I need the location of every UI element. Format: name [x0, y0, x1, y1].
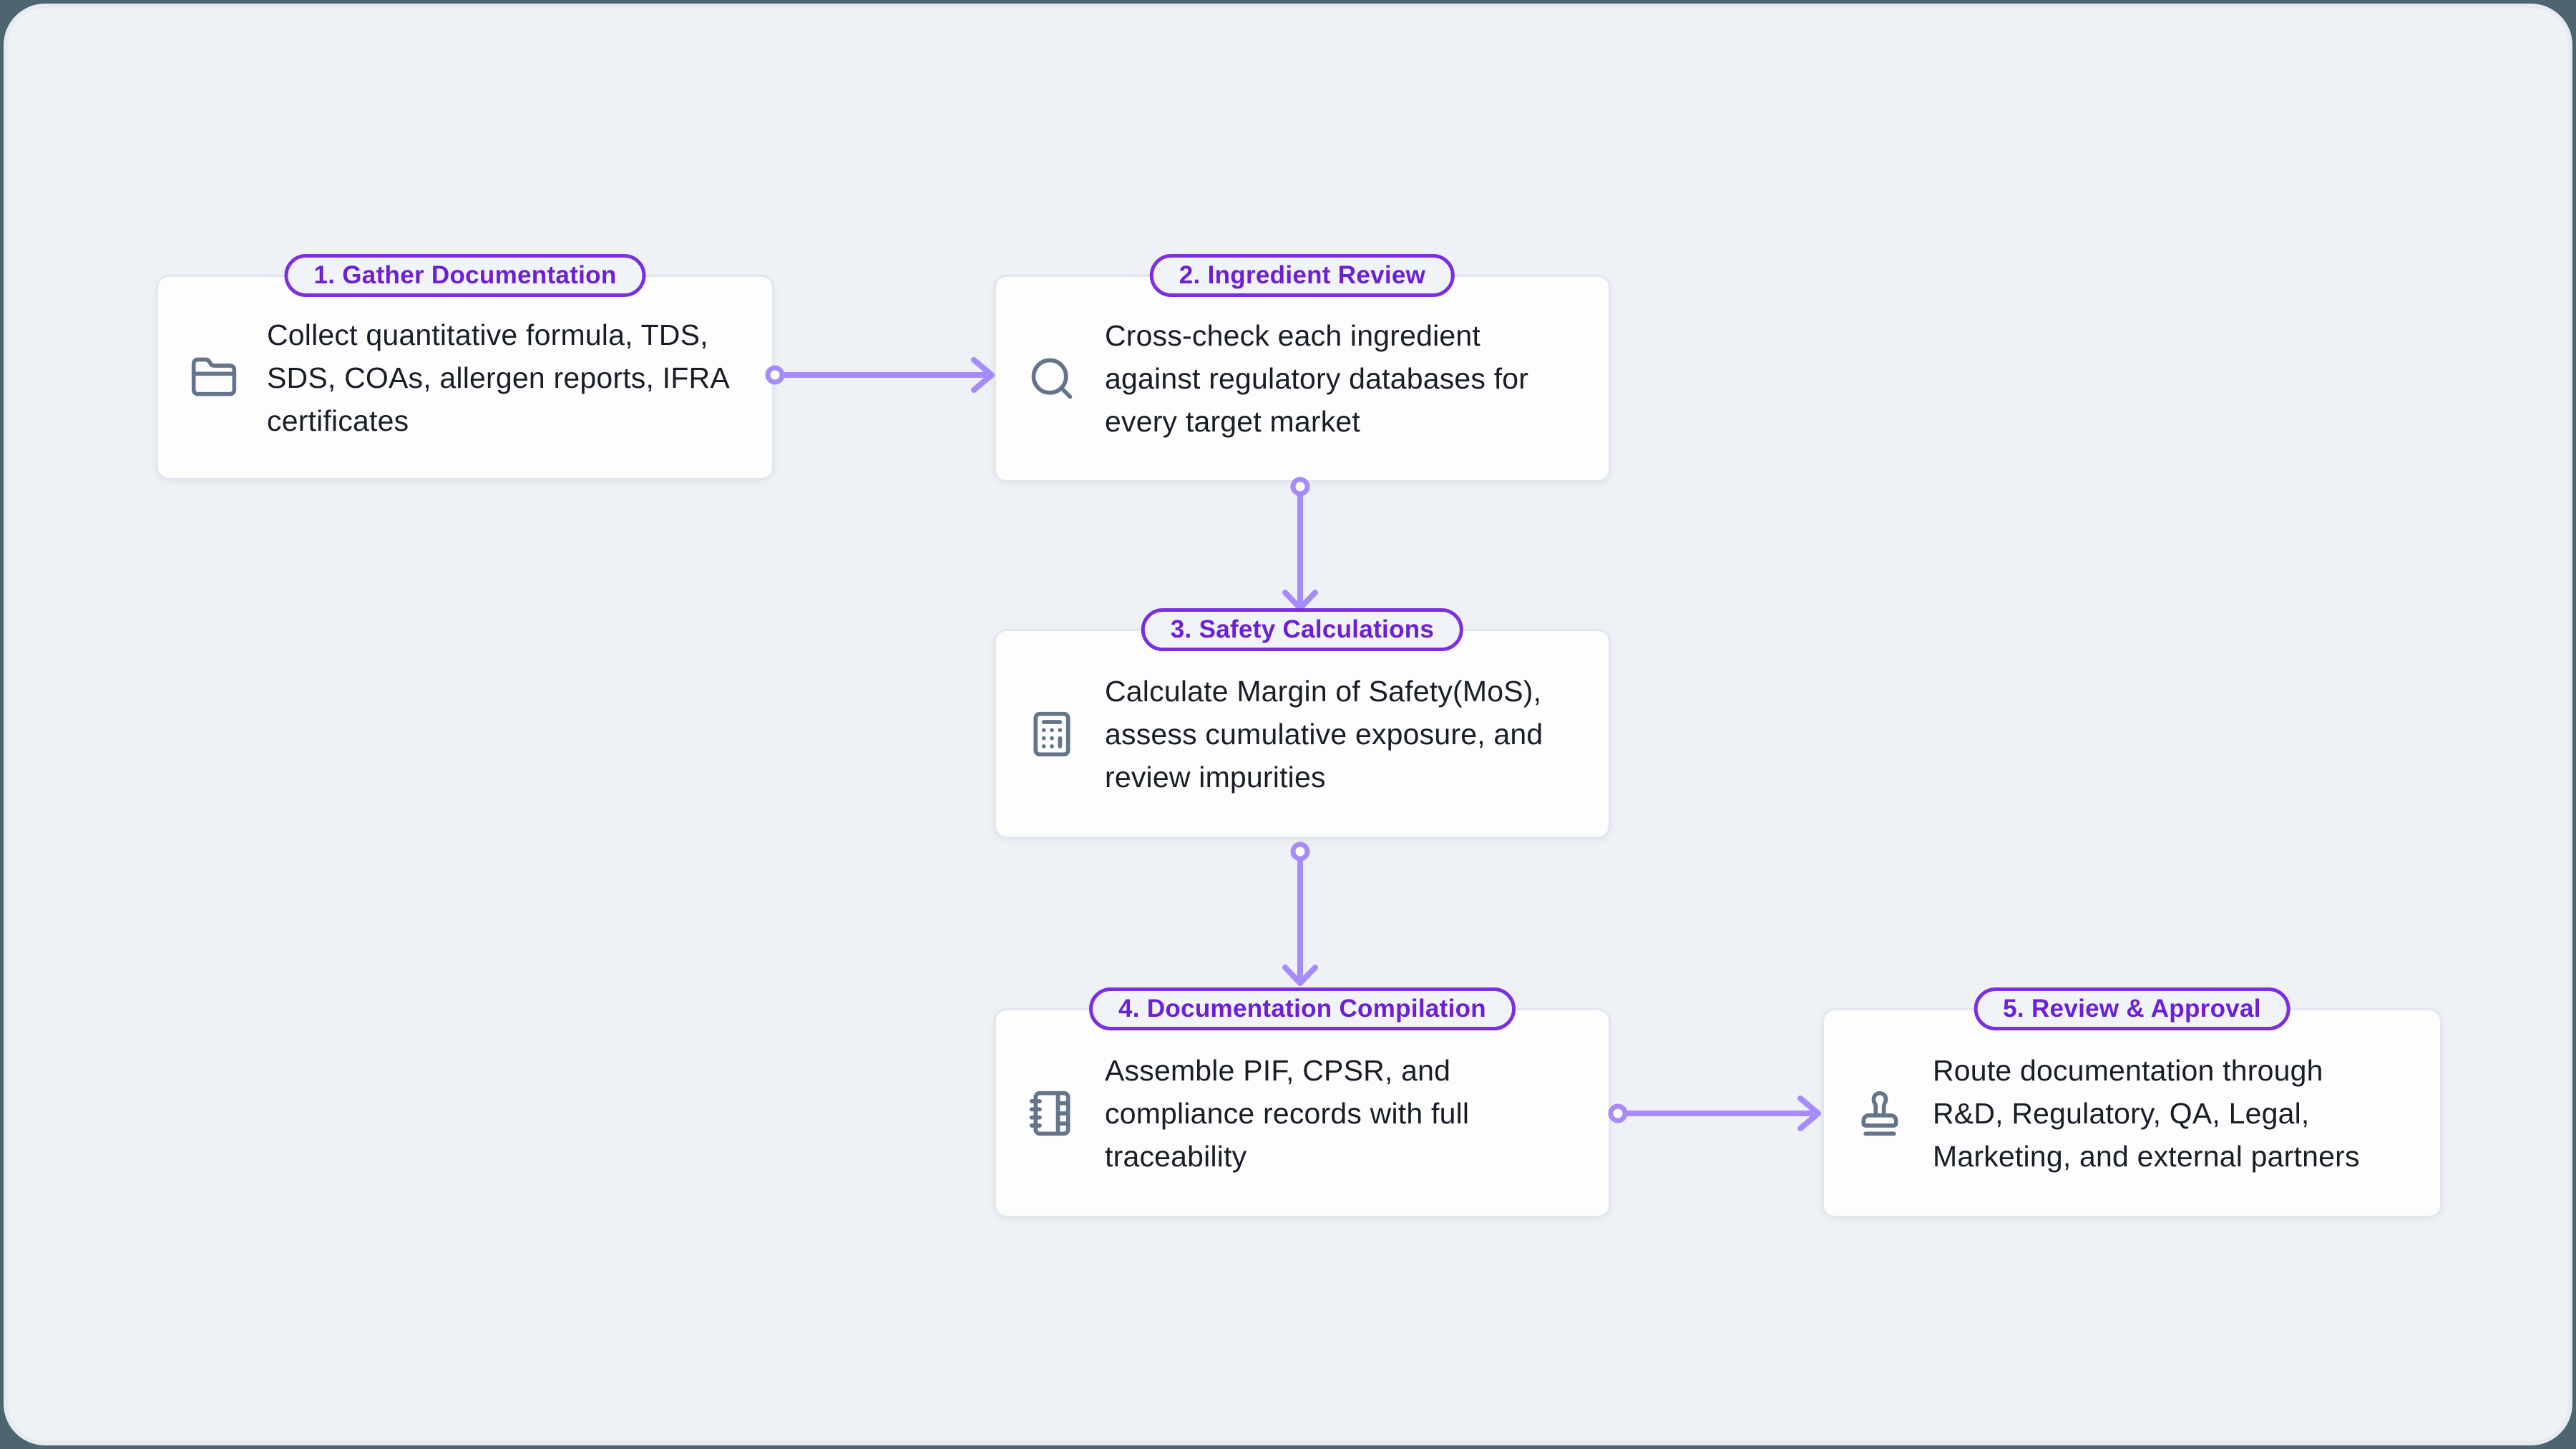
connector-3-to-4 [1282, 841, 1318, 986]
connector-start-dot [1290, 841, 1310, 862]
folder-icon [190, 353, 238, 402]
step-description: Collect quantitative formula, TDS, SDS, … [267, 318, 730, 437]
step-badge: 4. Documentation Compilation [1089, 987, 1516, 1030]
notebook-tabs-icon [1028, 1089, 1076, 1138]
connector-start-dot [1608, 1103, 1628, 1123]
arrowhead-right-icon [971, 357, 995, 393]
step-card-ingredient-review[interactable]: 2. Ingredient Review Cross-check each in… [994, 254, 1611, 482]
step-card-safety-calculations[interactable]: 3. Safety Calculations Calculate Margin … [994, 608, 1611, 839]
connector-2-to-3 [1282, 477, 1318, 611]
step-description: Route documentation through R&D, Regulat… [1933, 1053, 2360, 1173]
connector-start-dot [765, 365, 785, 385]
calculator-icon [1028, 710, 1076, 758]
step-card-documentation-compilation[interactable]: 4. Documentation Compilation Assemble PI… [994, 987, 1611, 1218]
connector-start-dot [1290, 477, 1310, 497]
arrowhead-right-icon [1797, 1096, 1821, 1131]
step-badge: 1. Gather Documentation [284, 254, 646, 297]
connector-4-to-5 [1608, 1096, 1821, 1131]
canvas-frame: 1. Gather Documentation Collect quantita… [4, 4, 2572, 1445]
arrowhead-down-icon [1282, 965, 1318, 986]
step-badge: 3. Safety Calculations [1141, 608, 1464, 651]
search-icon [1028, 354, 1076, 403]
step-badge: 2. Ingredient Review [1149, 254, 1455, 297]
step-card-review-approval[interactable]: 5. Review & Approval Route documentation… [1822, 987, 2442, 1218]
step-badge: 5. Review & Approval [1974, 987, 2290, 1030]
step-description: Calculate Margin of Safety(MoS), assess … [1105, 674, 1543, 794]
step-card-gather-documentation[interactable]: 1. Gather Documentation Collect quantita… [156, 254, 774, 480]
stamp-icon [1855, 1089, 1904, 1138]
step-description: Assemble PIF, CPSR, and compliance recor… [1105, 1053, 1470, 1173]
connector-1-to-2 [765, 357, 995, 393]
step-description: Cross-check each ingredient against regu… [1105, 319, 1529, 438]
